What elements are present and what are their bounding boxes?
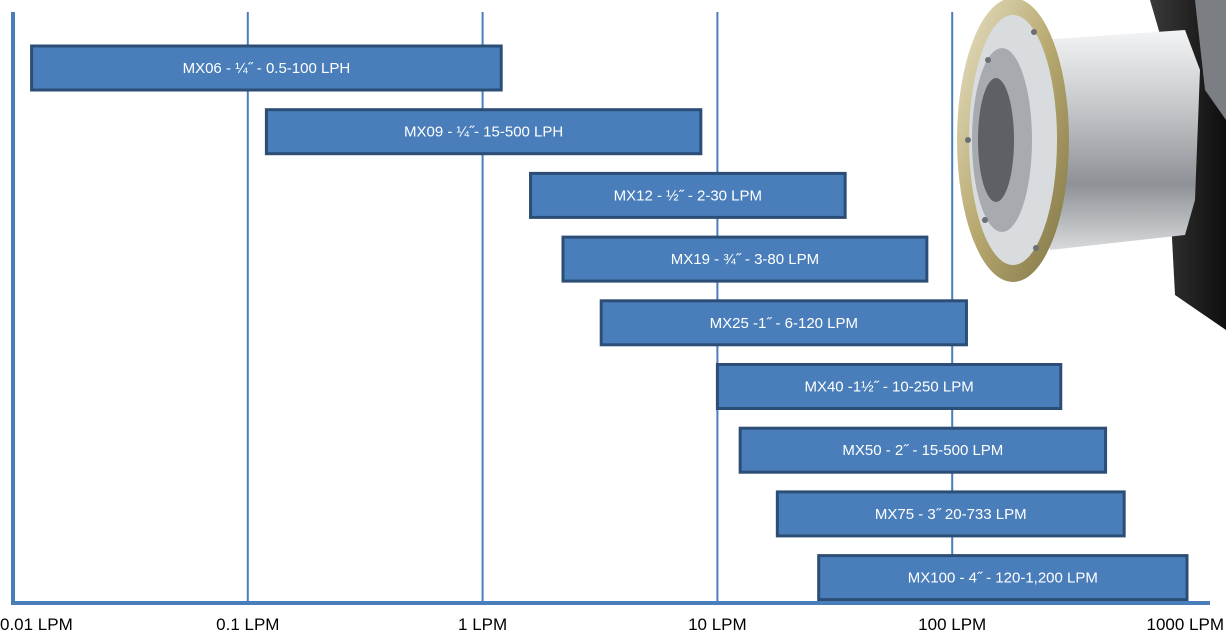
x-axis: 0.01 LPM 0.1 LPM 1 LPM 10 LPM 100 LPM 1000 LP… (0, 12, 1224, 633)
x-tick-label: 10 LPM (688, 615, 747, 633)
flowmeter-photo-icon (957, 0, 1226, 330)
range-bar (715, 363, 1063, 410)
range-bar (775, 490, 1126, 538)
range-bar (738, 426, 1108, 474)
bar-label: MX50 - 2˝ - 15-500 LPM (842, 442, 1003, 459)
x-tick-label: 100 LPM (918, 615, 986, 633)
bar-label: MX09 - ¼˝- 15-500 LPH (404, 124, 563, 141)
bar-label: MX75 - 3˝ 20-733 LPM (875, 506, 1027, 523)
bar-label: MX40 -1½˝ - 10-250 LPM (804, 379, 973, 396)
bar-label: MX25 -1˝ - 6-120 LPM (710, 315, 858, 332)
range-bar (561, 235, 929, 283)
range-bar (529, 171, 847, 219)
x-tick-label: 0.1 LPM (216, 615, 279, 633)
bar-label: MX19 - ¾˝ - 3-80 LPM (671, 251, 819, 268)
x-tick-label: 1 LPM (458, 615, 507, 633)
x-tick-label: 0.01 LPM (0, 615, 73, 633)
range-bar (599, 299, 968, 347)
range-bar (264, 108, 703, 156)
bar-label: MX100 - 4˝ - 120-1,200 LPM (908, 570, 1098, 587)
range-bar (817, 554, 1189, 602)
bar-label: MX06 - ¼˝ - 0.5-100 LPH (183, 60, 351, 77)
range-bar (30, 44, 503, 92)
bars: MX06 - ¼˝ - 0.5-100 LPH MX09 - ¼˝- 15-500… (30, 44, 1189, 602)
bar-label: MX12 - ½˝ - 2-30 LPM (614, 187, 762, 204)
x-tick-label: 1000 LPM (1147, 615, 1225, 633)
